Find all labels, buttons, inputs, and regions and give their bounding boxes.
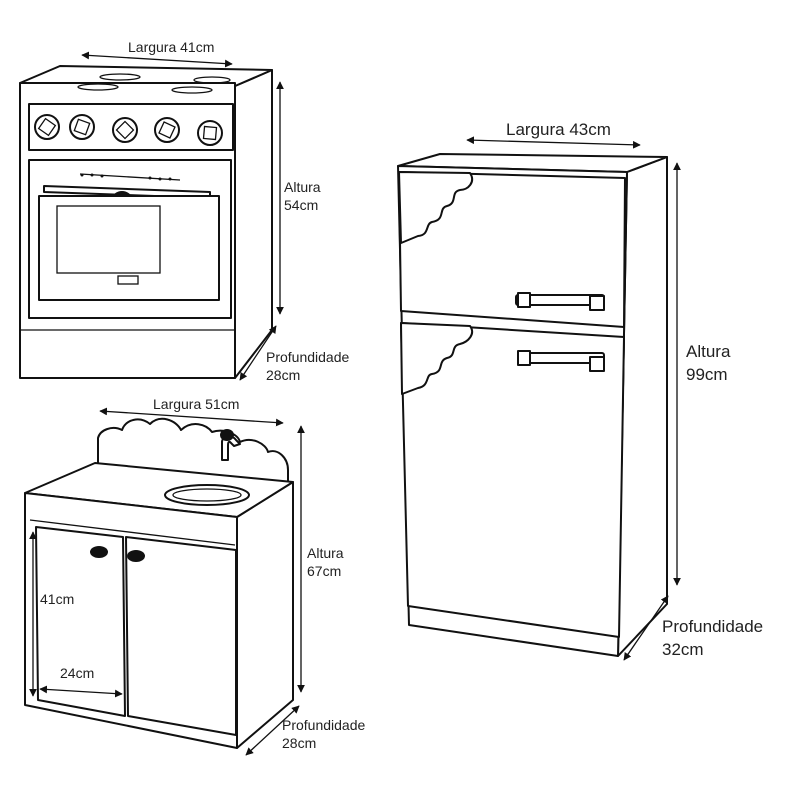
fridge-depth-value: 32cm (662, 640, 704, 659)
knob-icon (69, 114, 95, 140)
sink-width-label: Largura 51cm (153, 396, 239, 412)
stove-depth-label: Profundidade (266, 349, 350, 365)
knob-icon (154, 117, 180, 143)
sink-dimensions: Largura 51cm Altura 67cm Profundidade 28… (29, 396, 366, 756)
sink-height-value: 67cm (307, 563, 341, 579)
knob-icon (197, 120, 223, 146)
stove-width-arrow (81, 51, 233, 68)
sink-depth-arrow (245, 705, 300, 756)
stove-depth-arrow (239, 325, 277, 381)
left-door-knob-icon (90, 546, 108, 558)
freezer-decoration (398, 171, 474, 244)
stove-burners (77, 73, 231, 94)
freezer-handle (515, 292, 605, 311)
oven-window (56, 205, 161, 274)
oven-door (38, 195, 220, 301)
sink-left-door (35, 526, 126, 717)
fridge-decoration (400, 322, 474, 395)
stove-drawing (19, 65, 273, 379)
knob-icon (112, 117, 138, 143)
fridge-height-value: 99cm (686, 365, 728, 384)
sink-width-arrow (99, 407, 284, 427)
stove-height-value: 54cm (284, 197, 318, 213)
sink-depth-value: 28cm (282, 735, 316, 751)
sink-side-panel (236, 481, 294, 749)
fridge-width-label: Largura 43cm (506, 120, 611, 139)
door-width-label: 24cm (60, 665, 94, 681)
sink-basin (164, 484, 250, 506)
fridge-handle (517, 350, 605, 372)
sink-depth-label: Profundidade (282, 717, 366, 733)
refrigerator-dimensions: Largura 43cm Altura 99cm Profundidade 32… (466, 120, 763, 661)
stove-knobs (34, 114, 223, 146)
stove-depth-value: 28cm (266, 367, 300, 383)
faucet-handle-icon (220, 429, 234, 441)
stove-side-panel (234, 69, 273, 379)
fridge-width-arrow (466, 136, 641, 149)
knob-icon (34, 114, 60, 140)
fridge-depth-arrow (623, 595, 669, 661)
fridge-height-label: Altura (686, 342, 731, 361)
sink-drawing (24, 417, 294, 749)
sink-height-label: Altura (307, 545, 344, 561)
fridge-door (400, 322, 625, 638)
right-door-knob-icon (127, 550, 145, 562)
stove-height-label: Altura (284, 179, 321, 195)
sink-right-door (125, 536, 237, 736)
fridge-depth-label: Profundidade (662, 617, 763, 636)
oven-badge (117, 275, 139, 285)
stove-dimensions: Largura 41cm Altura 54cm Profundidade 28… (81, 39, 350, 383)
freezer-door (398, 171, 626, 328)
door-width-arrow (39, 685, 123, 698)
door-height-label: 41cm (40, 591, 74, 607)
refrigerator-drawing (397, 153, 668, 657)
stove-width-label: Largura 41cm (128, 39, 214, 55)
